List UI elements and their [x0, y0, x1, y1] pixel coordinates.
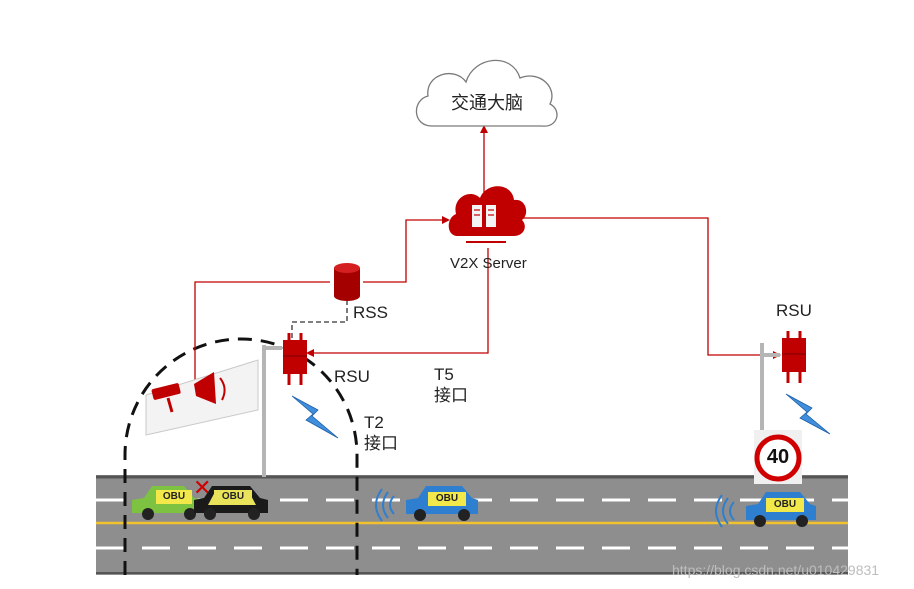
- signal-wave-icon: [715, 494, 735, 528]
- interface-t5-suffix: 接口: [434, 386, 468, 406]
- database-icon: [334, 263, 360, 301]
- wireless-signal-icon: [785, 393, 831, 435]
- vehicle-blue-right: [746, 492, 816, 527]
- watermark: https://blog.csdn.net/u010429831: [672, 562, 880, 578]
- obu-tag-blue-middle: OBU: [435, 493, 459, 504]
- interface-t2-suffix: 接口: [364, 434, 398, 454]
- poles: [262, 343, 780, 478]
- link-rss-to-rsu-dashed: [291, 300, 348, 340]
- link-rss-to-camera: [194, 281, 330, 390]
- link-server-to-rsu-right: [520, 217, 775, 356]
- wireless-signal-icon: [291, 395, 339, 439]
- interface-t5-label: T5 接口: [434, 364, 468, 407]
- rsu-device-icon-right: [782, 331, 806, 383]
- obu-tag-green: OBU: [162, 491, 186, 502]
- interface-t2-name: T2: [364, 413, 384, 432]
- obu-tag-yellow: OBU: [221, 491, 245, 502]
- obu-tag-blue-right: OBU: [773, 499, 797, 510]
- signal-wave-icon: [375, 488, 395, 522]
- camera-icon: [151, 383, 181, 413]
- interface-t5-name: T5: [434, 365, 454, 384]
- vehicle-green: [132, 486, 204, 520]
- speed-limit-sign: [754, 430, 802, 484]
- collision-mark-icon: ✕: [193, 475, 212, 500]
- server-label: V2X Server: [450, 255, 527, 272]
- link-rss-to-server: [363, 219, 444, 283]
- rss-label: RSS: [353, 303, 388, 322]
- speed-limit-value: 40: [766, 446, 790, 468]
- vehicle-yellow: [194, 486, 268, 520]
- megaphone-icon: [194, 372, 226, 404]
- vehicle-blue-middle: [406, 486, 478, 521]
- rsu-device-icon-left: [283, 333, 307, 385]
- cloud-icon: [415, 59, 558, 127]
- camera-sign-panel: [145, 359, 259, 436]
- cloud-label: 交通大脑: [451, 93, 523, 113]
- rsu-coverage-boundary: [123, 337, 359, 575]
- link-server-to-rsu-left: [312, 248, 489, 354]
- rsu-right-label: RSU: [776, 301, 812, 320]
- interface-t2-label: T2 接口: [364, 412, 398, 455]
- server-cloud-icon: [448, 186, 527, 243]
- rsu-left-label: RSU: [334, 367, 370, 386]
